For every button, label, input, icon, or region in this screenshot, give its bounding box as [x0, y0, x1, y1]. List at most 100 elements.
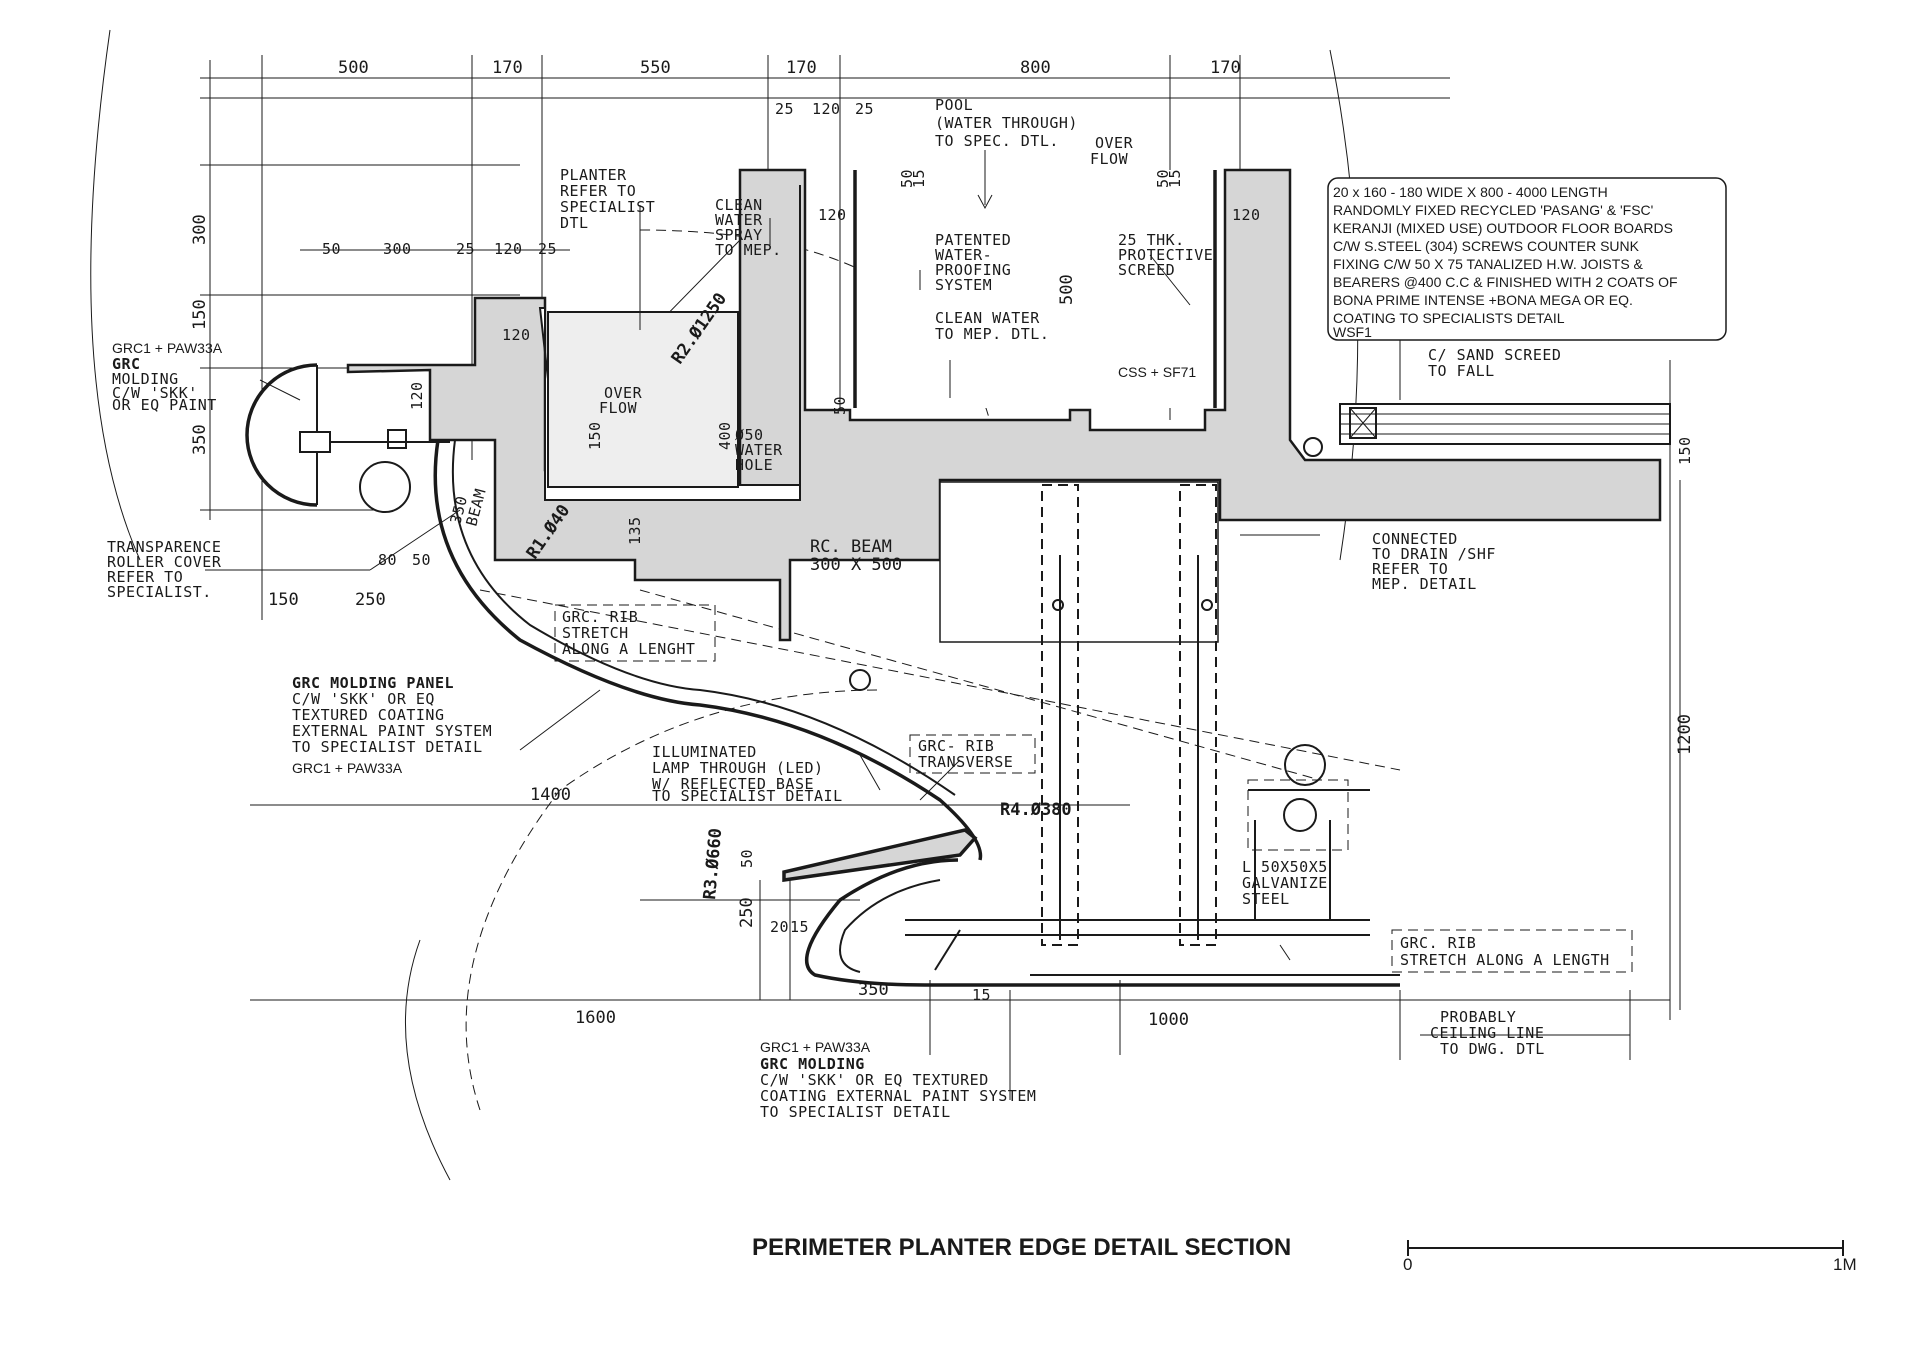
svg-text:ILLUMINATED: ILLUMINATED — [652, 743, 757, 761]
svg-text:15: 15 — [790, 918, 809, 936]
svg-text:GRC: GRC — [112, 355, 141, 373]
svg-text:TRANSPARENCE: TRANSPARENCE — [107, 538, 221, 556]
svg-text:PROBABLY: PROBABLY — [1440, 1008, 1516, 1026]
svg-text:TO FALL: TO FALL — [1428, 362, 1495, 380]
note-clean-water-spray: CLEAN WATER SPRAY TO MEP. — [715, 196, 782, 259]
svg-text:TO DWG. DTL: TO DWG. DTL — [1440, 1040, 1545, 1058]
svg-text:POOL: POOL — [935, 96, 973, 114]
dim-top-500: 500 — [338, 58, 369, 78]
pool-void — [855, 170, 1215, 408]
svg-text:135: 135 — [626, 516, 644, 545]
dim-pt-25b: 25 — [538, 240, 557, 258]
svg-text:ALONG A LENGHT: ALONG A LENGHT — [562, 640, 695, 658]
planter-top-dimensions: 50 300 25 120 25 — [322, 240, 557, 258]
svg-text:LAMP THROUGH (LED): LAMP THROUGH (LED) — [652, 759, 824, 777]
svg-text:TO SPECIALIST DETAIL: TO SPECIALIST DETAIL — [292, 738, 483, 756]
svg-text:BEARERS @400 C.C & FINISHED WI: BEARERS @400 C.C & FINISHED WITH 2 COATS… — [1333, 274, 1678, 290]
misc-dimensions: 80 50 150 250 1400 1600 350 15 1000 1200… — [268, 551, 1695, 1030]
svg-text:1600: 1600 — [575, 1008, 616, 1028]
svg-text:50: 50 — [898, 169, 916, 188]
note-overflow-mid: OVER FLOW — [599, 384, 642, 417]
svg-text:REFER TO: REFER TO — [560, 182, 636, 200]
svg-text:OVER: OVER — [1095, 134, 1134, 152]
svg-text:SPECIALIST.: SPECIALIST. — [107, 583, 212, 601]
svg-text:STEEL: STEEL — [1242, 890, 1290, 908]
svg-text:Ø50: Ø50 — [735, 426, 764, 444]
radius-r3: R3.Ø660 — [700, 827, 726, 900]
svg-text:300 X 500: 300 X 500 — [810, 555, 902, 575]
svg-text:SCREED: SCREED — [1118, 261, 1175, 279]
top-dimensions: 500 170 550 170 800 170 25 120 25 — [338, 58, 1241, 118]
note-grc-molding-left: GRC1 + PAW33A GRC MOLDING C/W 'SKK' OR E… — [112, 340, 223, 414]
svg-text:TEXTURED COATING: TEXTURED COATING — [292, 706, 445, 724]
dim-top-800: 800 — [1020, 58, 1051, 78]
scale-start-label: 0 — [1403, 1255, 1412, 1274]
svg-text:FIXING C/W 50 X 75 TANALIZED H: FIXING C/W 50 X 75 TANALIZED H.W. JOISTS… — [1333, 256, 1644, 272]
svg-text:15: 15 — [1166, 169, 1184, 188]
svg-text:BEAM: BEAM — [462, 487, 489, 528]
svg-text:WATER: WATER — [735, 441, 783, 459]
svg-text:50: 50 — [738, 849, 756, 868]
note-grc-bottom: GRC1 + PAW33A GRC MOLDING C/W 'SKK' OR E… — [760, 1039, 1036, 1121]
svg-text:COATING TO SPECIALISTS DETAIL: COATING TO SPECIALISTS DETAIL — [1333, 310, 1565, 326]
scale-end-label: 1M — [1833, 1255, 1857, 1274]
svg-text:STRETCH ALONG A LENGTH: STRETCH ALONG A LENGTH — [1400, 951, 1610, 969]
note-connected-drain: CONNECTED TO DRAIN /SHF REFER TO MEP. DE… — [1372, 530, 1495, 593]
note-protective-screed: 25 THK. PROTECTIVE SCREED — [1118, 231, 1213, 279]
svg-text:C/W S.STEEL (304) SCREWS COUNT: C/W S.STEEL (304) SCREWS COUNTER SUNK — [1333, 238, 1640, 254]
svg-text:20 x 160 - 180 WIDE X 800 - 40: 20 x 160 - 180 WIDE X 800 - 4000 LENGTH — [1333, 184, 1608, 200]
svg-text:BONA PRIME INTENSE +BONA MEGA: BONA PRIME INTENSE +BONA MEGA OR EQ. — [1333, 292, 1633, 308]
svg-text:250: 250 — [355, 590, 386, 610]
note-waterproofing: PATENTED WATER- PROOFING SYSTEM — [935, 231, 1011, 294]
note-sand-screed: C/ SAND SCREED TO FALL — [1428, 346, 1561, 380]
svg-text:150: 150 — [586, 421, 604, 450]
svg-text:ROLLER COVER: ROLLER COVER — [107, 553, 222, 571]
note-grc-panel: GRC MOLDING PANEL C/W 'SKK' OR EQ TEXTUR… — [292, 674, 492, 776]
svg-text:50: 50 — [831, 396, 849, 415]
svg-text:GALVANIZE: GALVANIZE — [1242, 874, 1328, 892]
svg-text:120: 120 — [502, 326, 531, 344]
svg-text:REFER TO: REFER TO — [107, 568, 183, 586]
svg-text:REFER TO: REFER TO — [1372, 560, 1448, 578]
svg-text:WATER-: WATER- — [935, 246, 992, 264]
svg-text:80: 80 — [378, 551, 397, 569]
svg-text:50: 50 — [1154, 169, 1172, 188]
svg-text:HOLE: HOLE — [735, 456, 773, 474]
dim-pt-120: 120 — [494, 240, 523, 258]
note-rc-beam: RC. BEAM 300 X 500 — [810, 537, 902, 575]
svg-text:C/W 'SKK' OR EQ: C/W 'SKK' OR EQ — [292, 690, 435, 708]
svg-text:250: 250 — [737, 897, 757, 928]
note-planter-ref: PLANTER REFER TO SPECIALIST DTL — [560, 166, 655, 232]
svg-text:OR EQ PAINT: OR EQ PAINT — [112, 396, 217, 414]
drawing-title: PERIMETER PLANTER EDGE DETAIL SECTION — [752, 1234, 1291, 1261]
dim-sub-25b: 25 — [855, 100, 874, 118]
svg-text:TRANSVERSE: TRANSVERSE — [918, 753, 1013, 771]
svg-text:PATENTED: PATENTED — [935, 231, 1011, 249]
svg-text:120: 120 — [408, 381, 426, 410]
svg-text:350: 350 — [858, 980, 889, 1000]
svg-text:CLEAN WATER: CLEAN WATER — [935, 309, 1040, 327]
svg-text:1200: 1200 — [1675, 714, 1695, 755]
steel-frame — [849, 484, 1370, 946]
svg-text:TO MEP.: TO MEP. — [715, 241, 782, 259]
svg-text:TO SPECIALIST DETAIL: TO SPECIALIST DETAIL — [760, 1103, 951, 1121]
svg-text:25 THK.: 25 THK. — [1118, 231, 1185, 249]
svg-text:GRC. RIB: GRC. RIB — [1400, 934, 1476, 952]
svg-text:FLOW: FLOW — [599, 399, 638, 417]
dim-pt-50: 50 — [322, 240, 341, 258]
svg-text:GRC- RIB: GRC- RIB — [918, 737, 994, 755]
svg-text:W/ REFLECTED BASE: W/ REFLECTED BASE — [652, 775, 814, 793]
svg-text:STRETCH: STRETCH — [562, 624, 629, 642]
svg-text:CLEAN: CLEAN — [715, 196, 763, 214]
dim-sub-25: 25 — [775, 100, 794, 118]
dim-sub-120: 120 — [812, 100, 841, 118]
svg-text:C/W 'SKK': C/W 'SKK' — [112, 384, 198, 402]
svg-text:GRC1 + PAW33A: GRC1 + PAW33A — [292, 760, 403, 776]
svg-text:L 50X50X5: L 50X50X5 — [1242, 858, 1328, 876]
svg-text:RANDOMLY FIXED RECYCLED 'PASAN: RANDOMLY FIXED RECYCLED 'PASANG' & 'FSC' — [1333, 202, 1653, 218]
svg-text:GRC MOLDING PANEL: GRC MOLDING PANEL — [292, 674, 454, 692]
svg-text:500: 500 — [1057, 274, 1077, 305]
svg-text:GRC1 + PAW33A: GRC1 + PAW33A — [112, 340, 223, 356]
svg-text:COATING EXTERNAL PAINT SYSTEM: COATING EXTERNAL PAINT SYSTEM — [760, 1087, 1036, 1105]
note-ceiling: PROBABLY CEILING LINE TO DWG. DTL — [1430, 1008, 1545, 1058]
